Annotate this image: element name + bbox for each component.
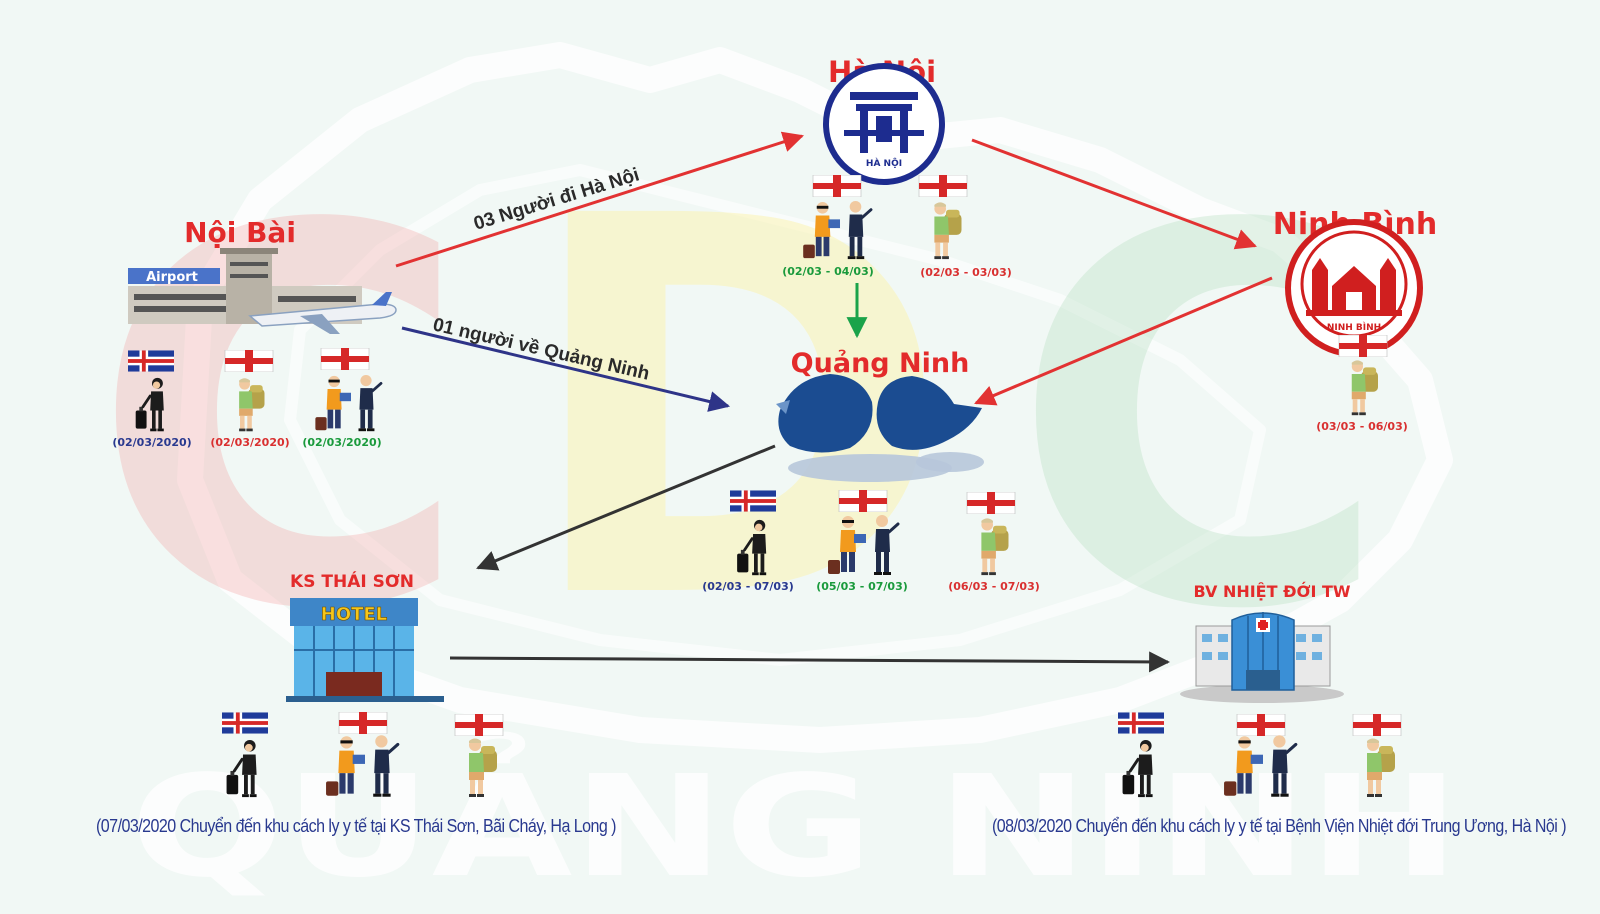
node-hanoi: Hà Nội HÀ NỘI (02/03 - 04/03) (02/03 - 0… <box>782 55 1012 279</box>
quangninh-flag-england-2 <box>966 492 1016 514</box>
node-hospital: BV NHIỆT ĐỚI TW (08/03/ <box>992 581 1567 836</box>
hotel-flag-iceland <box>222 712 268 734</box>
watermark-letter-c1: C <box>90 117 472 723</box>
noibai-flag-iceland <box>128 350 174 372</box>
noibai-flag-england-2 <box>320 348 370 370</box>
quangninh-island-icon <box>776 374 984 482</box>
ninhbinh-date: (03/03 - 06/03) <box>1316 420 1408 433</box>
arrow-noibai-quangninh <box>401 326 731 412</box>
hotel-flag-england-1 <box>338 712 388 734</box>
hospital-building-icon <box>1180 612 1344 703</box>
node-quangninh: Quảng Ninh (02/03 - 07/03) (05/03 - 07/0… <box>702 348 1040 593</box>
ninhbinh-emblem-icon: NINH BÌNH <box>1285 219 1423 357</box>
hospital-flag-england-2 <box>1352 714 1402 736</box>
hotel-sign-text: HOTEL <box>321 604 387 625</box>
hanoi-date-2: (02/03 - 03/03) <box>920 266 1012 279</box>
hanoi-emblem-icon: HÀ NỘI <box>823 63 945 185</box>
noibai-flag-england-1 <box>224 350 274 372</box>
arrow-hotel-hospital <box>449 651 1171 673</box>
noibai-date-1: (02/03/2020) <box>112 436 191 449</box>
quangninh-date-2: (05/03 - 07/03) <box>816 580 908 593</box>
arrow-hanoi-ninhbinh <box>971 138 1257 250</box>
noibai-date-3: (02/03/2020) <box>302 436 381 449</box>
arrow-noibai-hanoi <box>395 131 804 268</box>
arrow-ninhbinh-quangninh <box>974 276 1273 406</box>
ninhbinh-emblem-text: NINH BÌNH <box>1327 321 1381 333</box>
hanoi-flag-england-2 <box>918 175 968 197</box>
quangninh-person-backpacker <box>981 518 1009 576</box>
hotel-flag-england-2 <box>454 714 504 736</box>
province-map-inner <box>284 164 1266 666</box>
node-noibai: Nội Bài Airport (02/03/2020) (02/03/2020… <box>112 216 397 449</box>
arrow-quangninh-hotel <box>476 444 776 571</box>
hanoi-date-1: (02/03 - 04/03) <box>782 265 874 278</box>
hospital-flag-england-1 <box>1236 714 1286 736</box>
hospital-flag-iceland <box>1118 712 1164 734</box>
hotel-title: KS THÁI SƠN <box>290 570 414 592</box>
ninhbinh-flag-england <box>1338 335 1388 357</box>
quangninh-title: Quảng Ninh <box>791 348 970 379</box>
hospital-caption: (08/03/2020 Chuyển đến khu cách ly y tế … <box>992 816 1566 836</box>
hospital-title: BV NHIỆT ĐỚI TW <box>1193 581 1350 601</box>
node-ninhbinh: Ninh Bình NINH BÌNH (03/03 - 06/03) <box>1273 207 1437 433</box>
noibai-date-2: (02/03/2020) <box>210 436 289 449</box>
watermark: C D C QUẢNG NINH <box>90 42 1460 909</box>
hanoi-emblem-text: HÀ NỘI <box>866 157 902 169</box>
hotel-building-icon: HOTEL <box>286 598 444 702</box>
airport-sign-text: Airport <box>146 270 198 285</box>
noibai-title: Nội Bài <box>184 216 296 249</box>
airport-icon: Airport <box>128 248 397 334</box>
node-hotel: KS THÁI SƠN HOTEL (07/03/2020 Chuyển đến… <box>96 570 617 836</box>
quangninh-flag-iceland <box>730 490 776 512</box>
quangninh-date-1: (02/03 - 07/03) <box>702 580 794 593</box>
hanoi-person-backpacker <box>934 202 962 260</box>
quangninh-date-3: (06/03 - 07/03) <box>948 580 1040 593</box>
hotel-caption: (07/03/2020 Chuyển đến khu cách ly y tế … <box>96 816 616 836</box>
quangninh-flag-england-1 <box>838 490 888 512</box>
route-arrows <box>395 131 1273 673</box>
hanoi-flag-england-1 <box>812 175 862 197</box>
watermark-letter-c2: C <box>1010 117 1392 723</box>
